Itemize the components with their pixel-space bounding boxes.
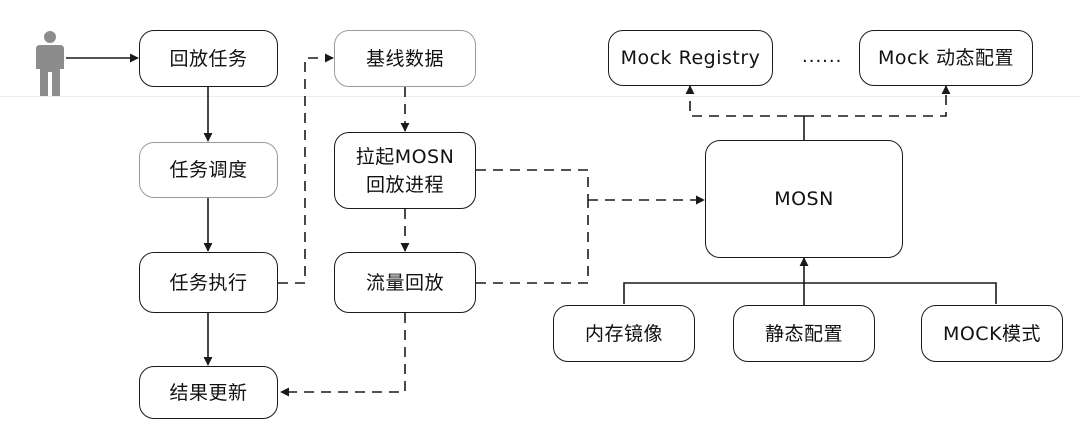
- sources-collector-line: [623, 282, 997, 304]
- start-mosn-line2: 回放进程: [365, 173, 444, 196]
- static-config-node: 静态配置: [733, 305, 875, 362]
- mock-dynamic-config-node: Mock 动态配置: [859, 30, 1033, 86]
- dashed-start-to-mosn: [476, 169, 589, 200]
- task-schedule-node: 任务调度: [139, 142, 278, 198]
- replay-task-node: 回放任务: [139, 30, 278, 87]
- dashed-replay-to-result: [280, 313, 406, 397]
- baseline-data-node: 基线数据: [334, 30, 476, 87]
- task-exec-node: 任务执行: [139, 252, 278, 313]
- memory-mirror-node: 内存镜像: [553, 305, 695, 362]
- result-update-node: 结果更新: [139, 366, 278, 419]
- dashed-exec-to-baseline: [278, 53, 334, 284]
- traffic-replay-node: 流量回放: [334, 252, 476, 313]
- ellipsis-text: ......: [802, 46, 843, 67]
- start-mosn-node: 拉起MOSN 回放进程: [334, 132, 476, 209]
- mock-registry-node: Mock Registry: [608, 30, 773, 86]
- mock-mode-node: MOCK模式: [921, 305, 1063, 362]
- dashed-mosn-to-dynamic: [804, 85, 951, 117]
- background-band-divider: [0, 96, 1080, 97]
- dashed-mosn-to-registry: [685, 85, 804, 117]
- mosn-node: MOSN: [705, 140, 903, 258]
- start-mosn-line1: 拉起MOSN: [355, 145, 455, 168]
- person-icon: [36, 31, 64, 96]
- dashed-replay-to-mosn: [476, 200, 589, 284]
